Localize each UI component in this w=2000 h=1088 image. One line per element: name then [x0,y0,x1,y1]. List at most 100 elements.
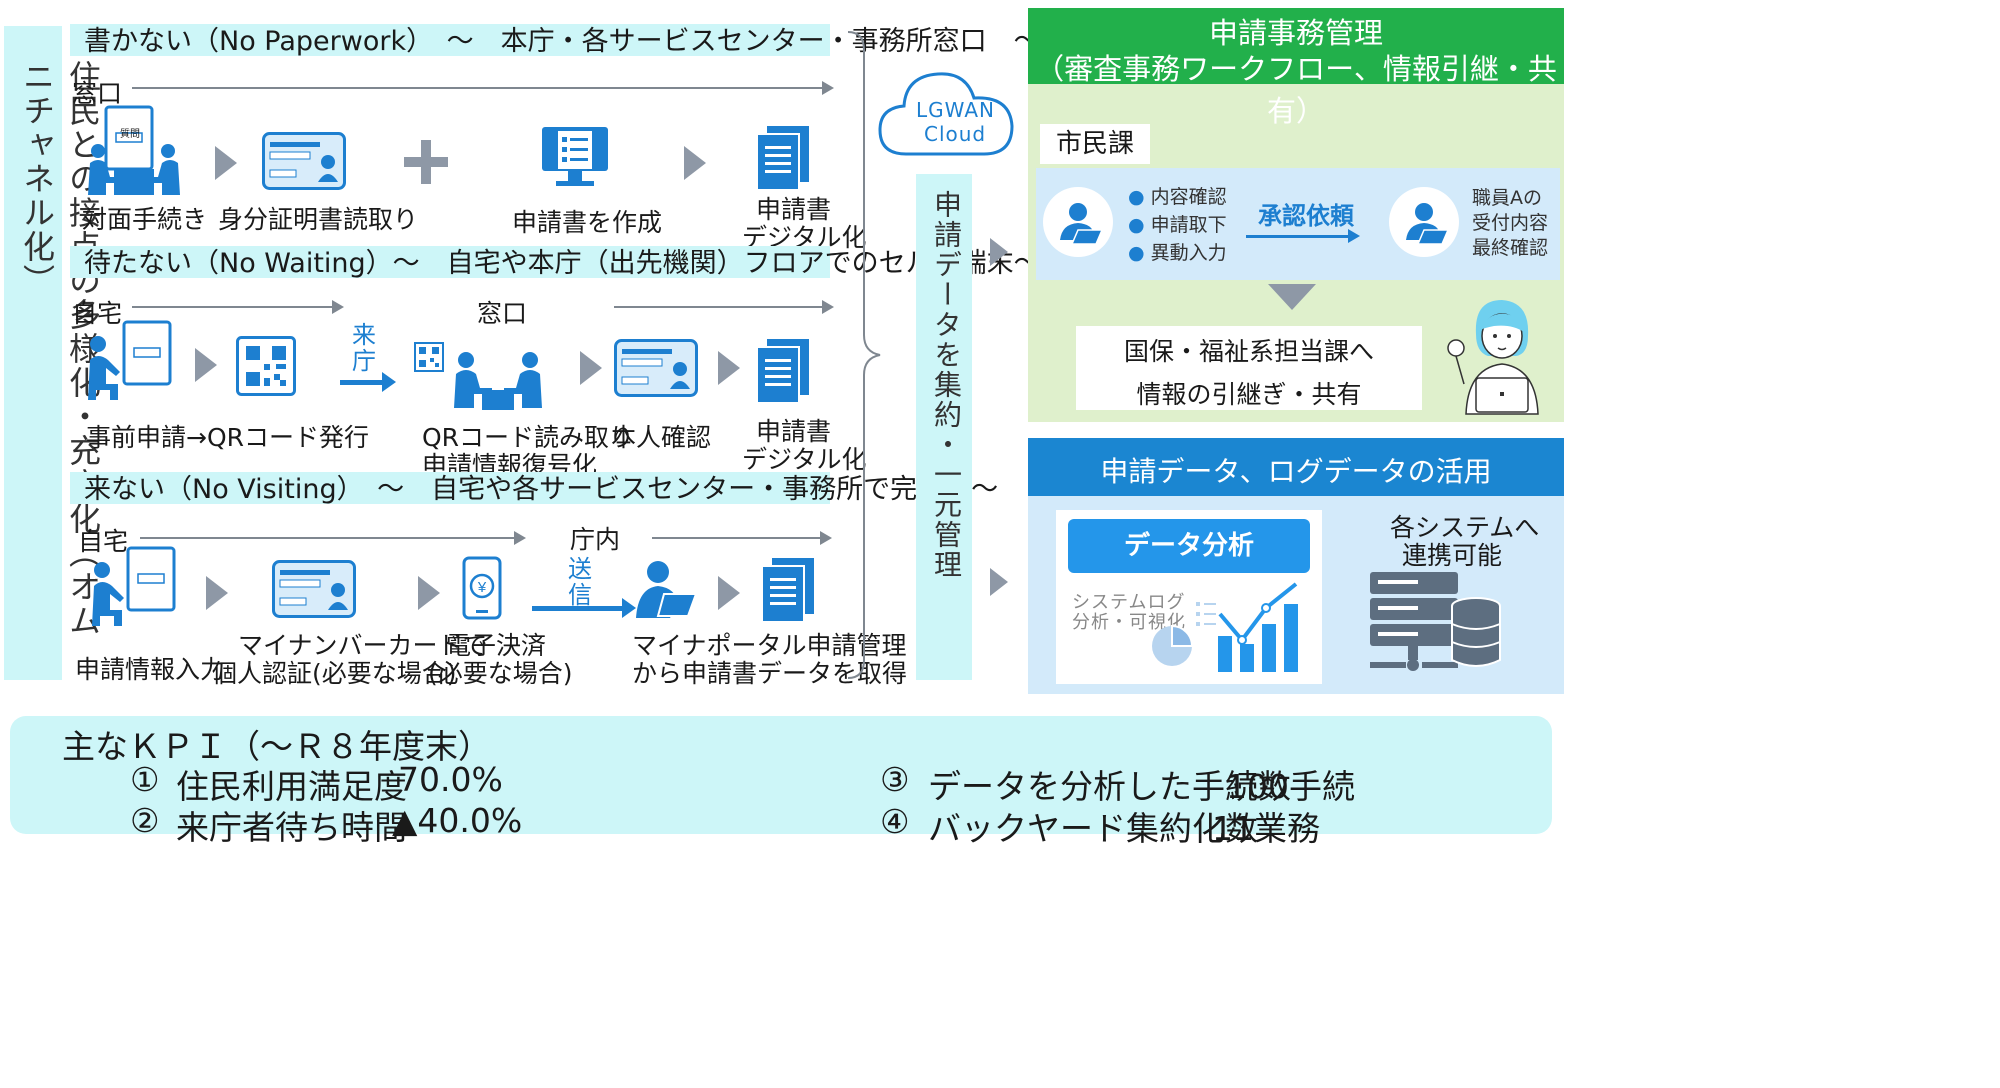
qr-code-icon [236,336,296,396]
section3-location-office: 庁内 [570,525,621,554]
step-create-form: 申請書を作成 [512,208,663,237]
kpi-item-4-label: バックヤード集約化数 [928,809,1258,848]
dept-label: 市民課 [1040,124,1150,164]
step-payment-2: (必要な場合) [428,659,573,688]
lower-flow-arrow-icon [990,568,1008,596]
plus-icon [404,140,448,184]
staff-note-line: 職員Aの [1472,187,1542,209]
id-card-icon [614,339,698,397]
step-arrow-icon [718,576,740,610]
approval-arrow-icon [1246,229,1360,243]
id-card-icon [262,132,346,190]
face-to-face-icon [84,105,184,200]
visit-arrow-icon [340,372,396,392]
kpi-item-2-label: 来庁者待ち時間 [176,808,407,847]
counter-meeting-icon [452,350,544,410]
form-computer-icon [540,125,610,189]
my-number-card-icon [272,560,356,618]
cloud-label-2: Cloud [924,122,987,146]
step-face-to-face: 対面手続き [82,205,208,234]
staff-avatar-icon [1042,186,1114,258]
send-arrow-icon [532,598,636,618]
kpi-panel [10,716,1552,834]
approval-label: 承認依頼 [1258,202,1354,230]
step-identity: 本人確認 [611,423,712,452]
lgwan-cloud-icon [876,64,1016,160]
section3-location-home: 自宅 [78,527,129,556]
upper-flow-arrow-icon [990,238,1008,266]
bullet-item: 申請取下 [1150,214,1227,236]
result-digital: デジタル化 [742,445,867,474]
step-arrow-icon [580,351,602,385]
visit-label: 来庁 [352,321,376,375]
server-database-icon [1368,570,1502,674]
section3-office-arrow [652,531,832,545]
smartphone-payment-icon: ¥ [462,556,502,620]
section1-band: 書かない（No Paperwork） ～ 本庁・各サービスセンター・事務所窓口 … [70,24,1041,57]
kpi-item-4-num: ④ [880,802,910,841]
step-portal-1: マイナポータル申請管理 [632,631,907,660]
workflow-header [1028,8,1564,84]
integration-label-2: 連携可能 [1402,541,1503,570]
center-vertical-label: 申請データを集約・一元管理 [930,190,963,580]
woman-laptop-icon [1436,294,1556,416]
staff-a-avatar-icon [1388,186,1460,258]
staff-note: 職員Aの 受付内容 最終確認 [1472,186,1548,261]
small-qr-icon [414,342,444,372]
step-qr-read: QRコード読み取り [422,423,635,452]
svg-text:¥: ¥ [477,579,487,596]
integration-label-1: 各システムへ [1390,513,1540,542]
step-mynumber-2: 個人認証(必要な場合) [212,659,457,688]
kpi-item-3-value: 100手続 [1226,767,1355,806]
kpi-item-3-num: ③ [880,760,910,799]
staff-note-line: 受付内容 [1472,212,1549,234]
document-icon [762,558,814,622]
analysis-button[interactable]: データ分析 [1068,519,1310,573]
document-icon [757,339,809,403]
section1-location: 窓口 [72,79,123,108]
kpi-item-1-value: 70.0% [398,760,503,799]
form-icon-caption: 質問 [120,129,140,140]
step-arrow-icon [195,348,217,382]
left-label-panel [4,26,62,680]
step-arrow-icon [206,576,228,610]
bullet-item: 異動入力 [1150,242,1227,264]
step-id-read: 身分証明書読取り [218,205,419,234]
cloud-label-1: LGWAN [916,98,995,122]
brace-icon [846,30,882,680]
kpi-item-2-num: ② [130,801,160,840]
kpi-item-3-label: データを分析した手続数 [928,767,1291,806]
section2-home-arrow [132,300,344,314]
center-data-panel [916,174,972,680]
workflow-title-2: （審査事務ワークフロー、情報引継・共有） [1035,52,1557,128]
section3-band: 来ない（No Visiting） ～ 自宅や各サービスセンター・事務所で完結 ～ [70,472,998,505]
bullet-check: ● 内容確認 ● 申請取下 ● 異動入力 [1128,186,1227,264]
workflow-flow-area [1036,168,1560,280]
step-mynumber-1: マイナンバーカードで [238,631,488,660]
document-icon [757,126,809,190]
step-arrow-icon [418,576,440,610]
data-use-header [1028,438,1564,496]
send-label: 送信 [568,555,592,609]
staff-note-line: 最終確認 [1472,237,1549,259]
section2-location-home: 自宅 [72,299,123,328]
down-arrow-icon [1268,284,1316,310]
handover-line-1: 国保・福祉系担当課へ [1123,337,1374,366]
result-form: 申請書 [756,417,832,446]
bar-chart-icon [1216,578,1306,674]
step-arrow-icon [684,146,706,180]
step-input: 申請情報入力 [75,655,226,684]
section3-home-arrow [140,531,526,545]
section2-location-counter: 窓口 [477,299,528,328]
kpi-item-2-value: ▲40.0% [392,801,523,840]
section1-timeline-arrow [132,81,834,95]
kpi-item-1-label: 住民利用満足度 [176,767,407,806]
step-arrow-icon [718,351,740,385]
kpi-item-1-num: ① [130,760,160,799]
log-label-2: 分析・可視化 [1072,612,1186,633]
bullet-item: 内容確認 [1150,186,1227,208]
kpi-item-4-value: 11業務 [1212,809,1320,848]
kpi-heading: 主なＫＰＩ（～Ｒ８年度末） [62,727,491,766]
step-arrow-icon [215,146,237,180]
person-tablet-icon [84,320,184,404]
